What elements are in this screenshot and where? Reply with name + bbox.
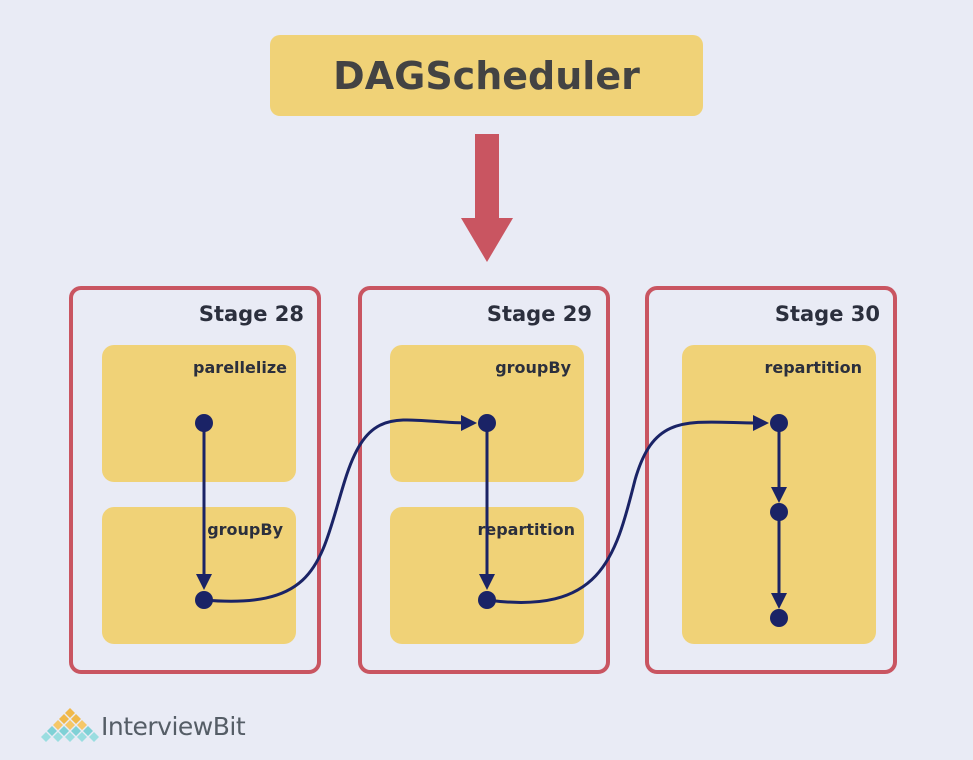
node-repartition-29 [478, 591, 496, 609]
edge-stage28-to-stage29 [203, 418, 473, 603]
rdd-label-groupby-28: groupBy [207, 520, 283, 539]
stage-28-label: Stage 28 [198, 302, 304, 326]
edge-stage29-to-stage30 [486, 420, 764, 604]
rdd-label-repartition-29: repartition [477, 520, 575, 539]
node-repartition-30-a [770, 414, 788, 432]
node-groupby-28 [195, 591, 213, 609]
node-repartition-30-b [770, 503, 788, 521]
rdd-label-repartition-30: repartition [764, 358, 862, 377]
scheduler-down-arrow [461, 134, 513, 262]
arrowhead-icon [461, 415, 477, 431]
stage-29-label: Stage 29 [486, 302, 592, 326]
diagram-title: DAGScheduler [333, 53, 640, 98]
arrowhead-icon [771, 487, 787, 503]
stage-30-box [645, 286, 897, 674]
rdd-label-groupby-29: groupBy [495, 358, 571, 377]
dagscheduler-box: DAGScheduler [270, 35, 703, 116]
interviewbit-logo-icon [41, 708, 99, 742]
stage-29-box [358, 286, 610, 674]
stage-28-box [69, 286, 321, 674]
stage-30-label: Stage 30 [774, 302, 880, 326]
rdd-label-parellelize: parellelize [193, 358, 287, 377]
arrowhead-icon [196, 574, 212, 590]
brand-name: InterviewBit [101, 712, 246, 741]
rdd-box-parellelize [102, 345, 296, 482]
arrowhead-icon [753, 415, 769, 431]
node-parellelize [195, 414, 213, 432]
node-groupby-29 [478, 414, 496, 432]
arrowhead-icon [771, 593, 787, 609]
node-repartition-30-c [770, 609, 788, 627]
arrowhead-icon [479, 574, 495, 590]
